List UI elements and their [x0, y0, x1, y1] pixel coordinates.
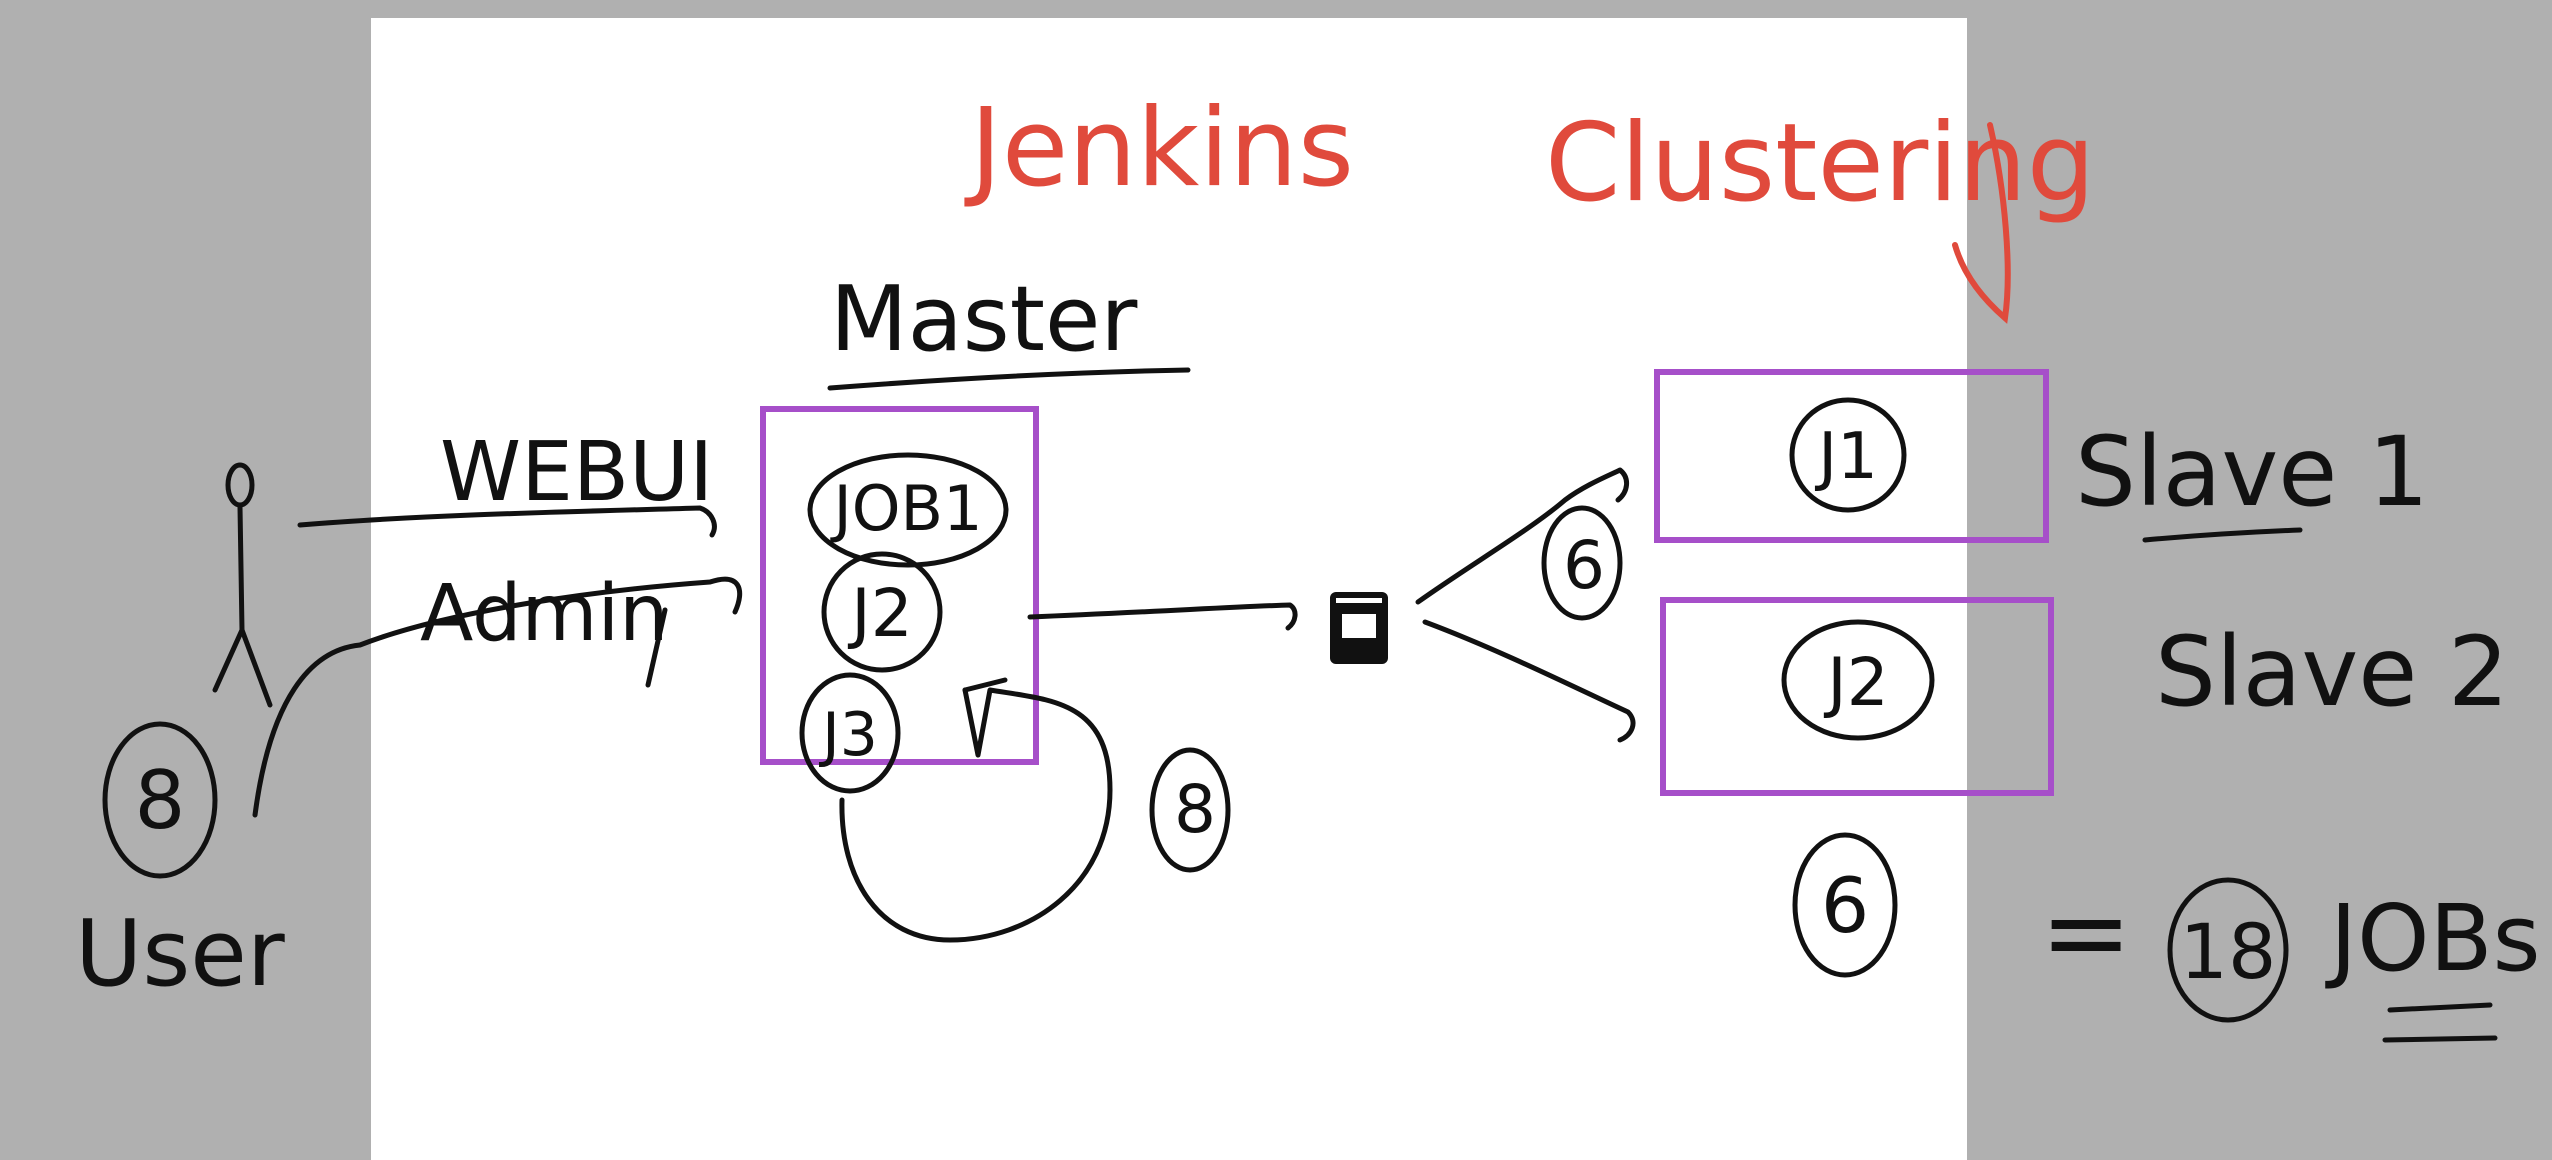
admin-arrow — [252, 576, 743, 818]
dispatch-count: 6 — [1563, 527, 1605, 604]
slave2-label: Slave 2 — [2155, 616, 2509, 728]
j2-circle — [821, 551, 943, 673]
user-label: User — [75, 900, 285, 1007]
master-underline — [827, 367, 1191, 391]
master-to-network-arrow — [1027, 602, 1298, 631]
webui-label: WEBUI — [440, 425, 713, 520]
master-box — [760, 406, 1039, 765]
user-count: 8 — [135, 754, 186, 847]
below-slaves-count: 6 — [1821, 861, 1869, 950]
total-count-circle — [2167, 877, 2289, 1023]
user-count-circle — [102, 721, 218, 879]
title-flourish — [1952, 122, 2011, 324]
admin-label: Admin — [420, 569, 669, 659]
arrow-to-slave2 — [1422, 619, 1636, 743]
loop-count-circle — [1149, 747, 1231, 873]
user-figure-head — [225, 462, 255, 508]
master-loop — [839, 687, 1113, 943]
master-label: Master — [830, 267, 1137, 372]
total-label: JOBs — [2325, 885, 2541, 992]
server-icon — [1330, 592, 1388, 664]
slave1-underline — [2142, 527, 2303, 543]
slave1-job: J1 — [1814, 420, 1878, 494]
master-loop-tick — [962, 677, 1008, 693]
slave1-job-circle — [1789, 397, 1907, 513]
slave2-box — [1660, 597, 2054, 796]
title-word-clustering: Clustering — [1545, 101, 2095, 226]
total-count: 18 — [2180, 907, 2277, 996]
title-word-jenkins: Jenkins — [964, 86, 1354, 211]
user-figure — [212, 462, 273, 708]
master-job-2: J2 — [847, 575, 912, 652]
slave1-label: Slave 1 — [2075, 416, 2429, 528]
master-job-1: JOB1 — [829, 472, 982, 545]
user-figure-body — [237, 504, 245, 633]
user-figure-legs — [212, 627, 273, 708]
total-underline — [2382, 1002, 2498, 1043]
webui-arrow — [297, 505, 717, 538]
dispatch-count-circle — [1541, 505, 1623, 621]
admin-strike — [645, 607, 668, 688]
job1-circle — [807, 452, 1009, 568]
arrow-to-slave1 — [1415, 467, 1629, 605]
below-slaves-count-circle — [1792, 832, 1898, 978]
slave1-box — [1654, 369, 2049, 543]
slave2-job: J2 — [1823, 644, 1888, 721]
master-job-3: J3 — [818, 700, 878, 770]
j3-circle — [799, 672, 901, 794]
loop-count: 8 — [1174, 771, 1216, 848]
total-equals: = — [2040, 868, 2132, 996]
slave2-job-circle — [1781, 619, 1935, 741]
